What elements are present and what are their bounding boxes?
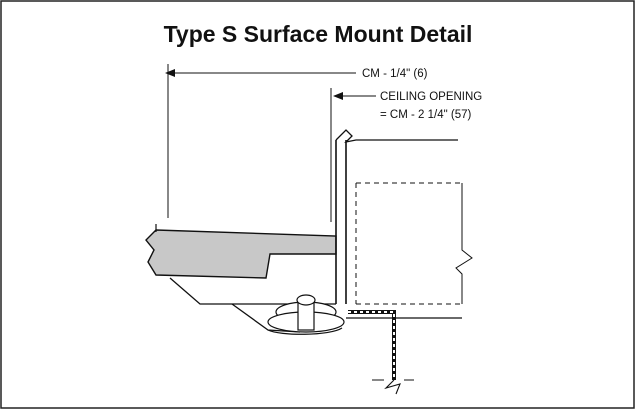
drawing-title: Type S Surface Mount Detail xyxy=(164,21,473,47)
trim-flange-outline xyxy=(348,310,396,380)
cm-dimension-label: CM - 1/4" (6) xyxy=(362,68,428,80)
housing-break-line xyxy=(455,183,473,304)
fastener-assembly xyxy=(267,294,345,335)
channel-break-symbol xyxy=(335,129,458,144)
fastener-nut xyxy=(296,294,316,306)
ceiling-opening-label: CEILING OPENING xyxy=(380,91,482,103)
ceiling-opening-dimension: CEILING OPENING = CM - 2 1/4" (57) xyxy=(333,91,482,121)
trim-flange xyxy=(348,310,414,395)
fastener-lower-curve xyxy=(267,327,343,335)
cm-dimension: CM - 1/4" (6) xyxy=(165,68,428,80)
trim-flange-hatch xyxy=(348,311,395,380)
ceiling-opening-formula: = CM - 2 1/4" (57) xyxy=(380,109,471,121)
fixture-housing xyxy=(355,182,473,305)
ceiling-panel xyxy=(145,229,337,279)
trim-break-mark xyxy=(384,379,401,395)
